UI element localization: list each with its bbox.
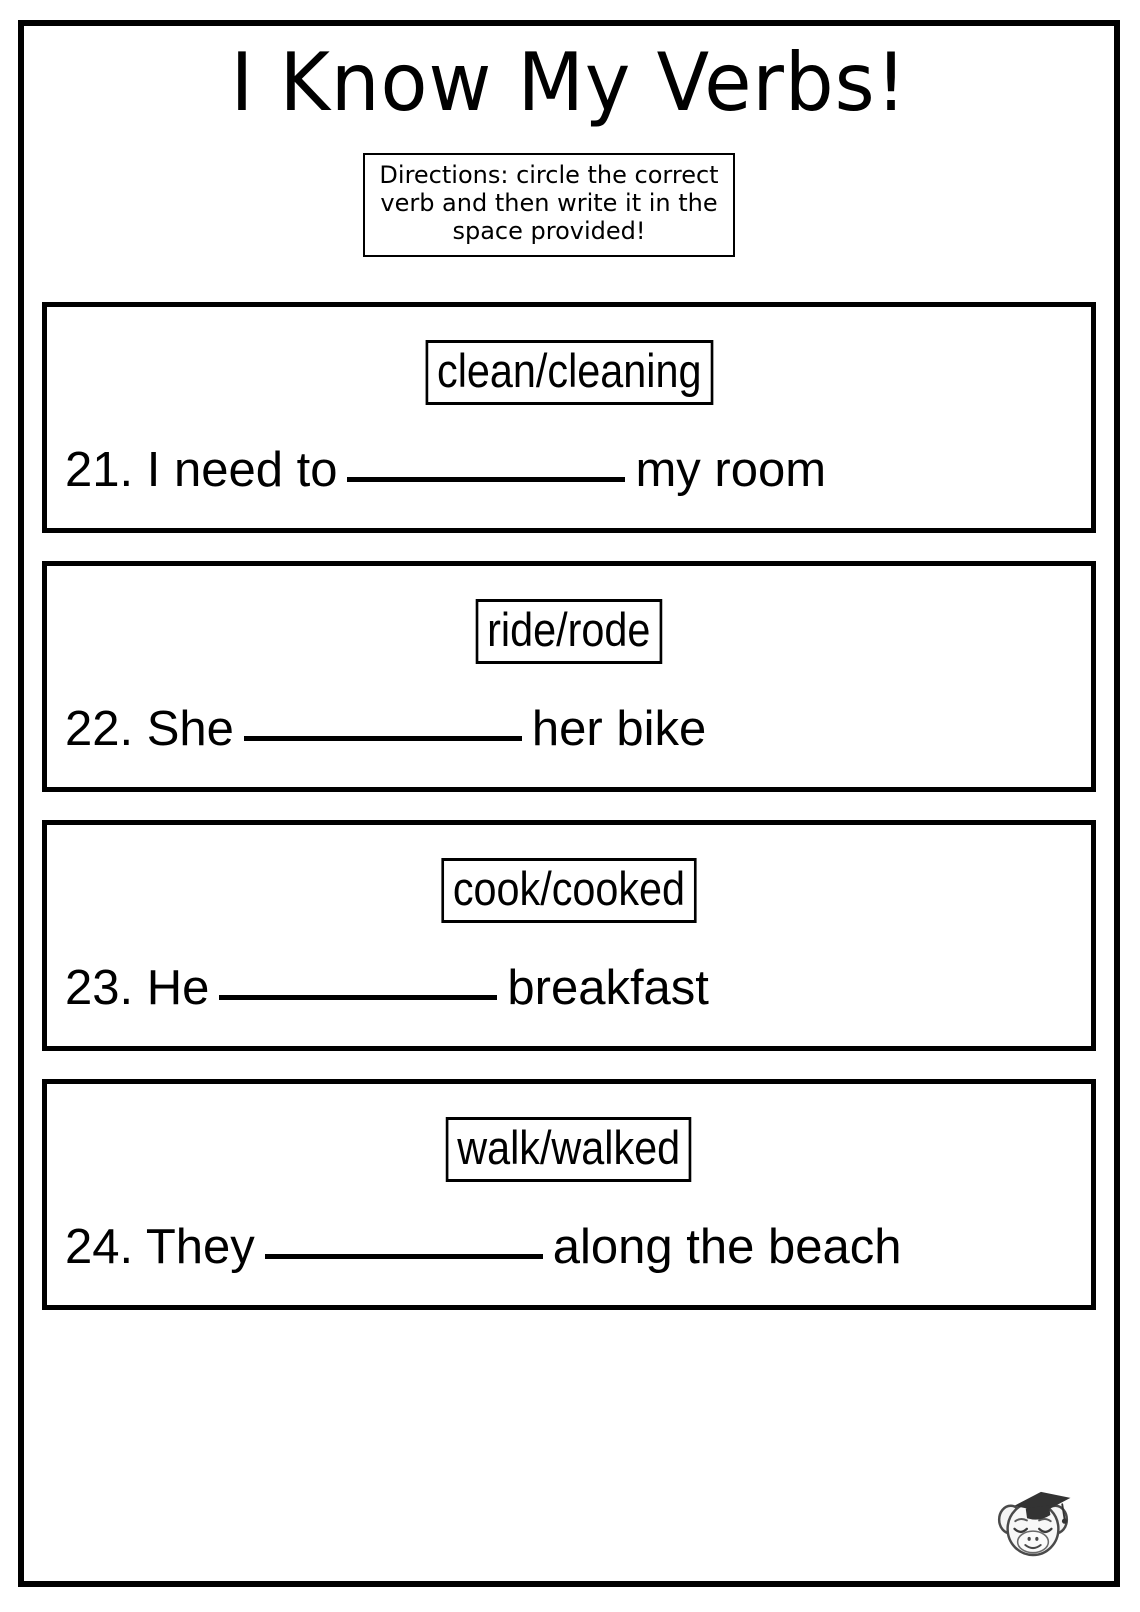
verb-choice-wrapper: clean/cleaning [47,340,1091,405]
directions-line-2: verb and then write it in the [380,188,718,217]
question-item: cook/cooked 23. He breakfast [42,820,1096,1051]
verb-choice-box[interactable]: walk/walked [446,1117,692,1182]
sentence-lead: 21. I need to [65,443,338,498]
verb-choice-wrapper: walk/walked [47,1117,1091,1182]
question-item: ride/rode 22. She her bike [42,561,1096,792]
directions-line-1: Directions: circle the correct [379,161,719,189]
answer-blank[interactable] [347,439,626,483]
sentence-lead: 22. She [65,702,234,757]
verb-choice-wrapper: cook/cooked [47,858,1091,923]
verb-choice-box[interactable]: cook/cooked [441,858,697,923]
directions-line-3: space provided! [452,216,646,245]
sentence-line: 22. She her bike [65,702,706,757]
question-list: clean/cleaning 21. I need to my room rid… [42,302,1096,1338]
answer-blank[interactable] [243,698,522,742]
verb-choice-wrapper: ride/rode [47,599,1091,664]
sentence-lead: 23. He [65,961,210,1016]
page-border [18,20,1120,1587]
sentence-line: 23. He breakfast [65,961,709,1016]
page-title: I Know My Verbs! [230,36,908,129]
sentence-lead: 24. They [65,1220,255,1275]
page-content: I Know My Verbs! Directions: circle the … [18,20,1120,1587]
verb-choice-box[interactable]: clean/cleaning [425,340,713,405]
answer-blank[interactable] [264,1216,543,1260]
monkey-graduate-icon [994,1485,1072,1565]
sentence-line: 24. They along the beach [65,1220,902,1275]
sentence-tail: along the beach [552,1220,902,1275]
sentence-tail: breakfast [507,961,709,1016]
verb-choice-box[interactable]: ride/rode [475,599,663,664]
sentence-tail: her bike [531,702,707,757]
question-item: walk/walked 24. They along the beach [42,1079,1096,1310]
question-item: clean/cleaning 21. I need to my room [42,302,1096,533]
answer-blank[interactable] [219,957,498,1001]
directions-box: Directions: circle the correct verb and … [363,153,735,258]
sentence-tail: my room [635,443,827,498]
sentence-line: 21. I need to my room [65,443,826,498]
